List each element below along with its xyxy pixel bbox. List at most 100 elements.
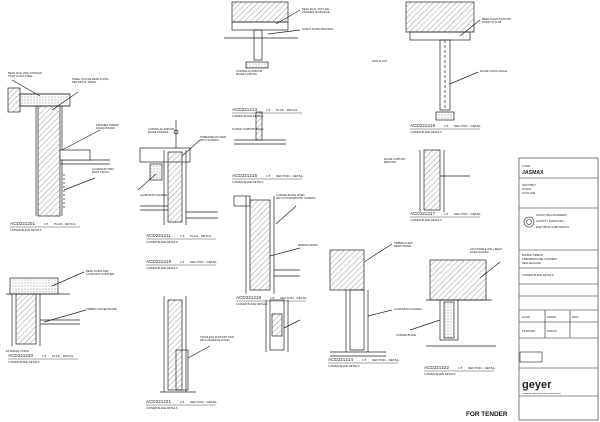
svg-text:GIVE FLOAT: GIVE FLOAT: [372, 59, 388, 63]
detail-label: ACD221213 1:5 PLAN - DETAIL CURVED BLADE…: [232, 107, 302, 118]
detail-j: [265, 299, 301, 352]
detail-code: ACD221211: [146, 233, 171, 238]
detail-view: PLAN - DETAIL: [54, 222, 76, 226]
detail-code: ACD221219: [146, 259, 171, 264]
detail-note: CURVED BLADE DETAILS: [328, 364, 360, 368]
sheet-title: CURVED BLADE DETAILS: [522, 273, 554, 277]
project-sub: PREFABRICATED COOPERS: [522, 257, 557, 261]
detail-scale: 1:5: [180, 234, 185, 238]
detail-scale: 1:5: [270, 296, 275, 300]
detail-view: PLAN - DETAIL: [276, 108, 298, 112]
detail-scale: 1:5: [444, 124, 449, 128]
svg-text:AS SHOWN: AS SHOWN: [522, 330, 535, 333]
client-name: JASMAX: [522, 170, 544, 176]
svg-text:TIMBER BEAD FIXED: TIMBER BEAD FIXED: [200, 135, 226, 139]
detail-label: ACD221218 1:5 SECTION - DETAIL CURVED BL…: [236, 295, 307, 306]
detail-i: [160, 296, 211, 393]
svg-text:MIRROR DETAIL: MIRROR DETAIL: [298, 243, 319, 247]
detail-note: CURVED BLADE DETAILS: [10, 228, 42, 232]
firm-logo: geyer: [522, 379, 552, 391]
svg-text:BLADE CAPPING: BLADE CAPPING: [236, 72, 257, 76]
svg-text:CURVED ALUMINIUM: CURVED ALUMINIUM: [236, 69, 262, 73]
svg-text:BEAD WALL TOP LINE: BEAD WALL TOP LINE: [302, 7, 329, 11]
detail-code: ACD221216: [410, 123, 435, 128]
detail-note: CURVED BLADE DETAILS: [424, 372, 456, 376]
consultant-1: STRUCTURAL ENGINEERS: [536, 214, 567, 217]
svg-text:ADJUSTABLE WALL BEAD: ADJUSTABLE WALL BEAD: [470, 247, 502, 251]
detail-label: ACD221222 1:5 SECTION - DETAIL CURVED BL…: [424, 365, 495, 376]
detail-view: SECTION - DETAIL: [454, 212, 481, 216]
detail-label: ACD221221 1:5 SECTION - DETAIL CURVED BL…: [146, 399, 217, 410]
svg-text:BLADE SUPPORT: BLADE SUPPORT: [384, 157, 406, 161]
svg-text:DRAWN: DRAWN: [547, 316, 556, 319]
svg-text:DATE: DATE: [572, 316, 579, 319]
detail-scale: 1:5: [266, 174, 271, 178]
svg-text:CLIENT: CLIENT: [522, 165, 531, 168]
detail-label: ACD221201 1:5 PLAN - DETAIL CURVED BLADE…: [10, 221, 80, 232]
svg-text:CURVED BLADE FIXED: CURVED BLADE FIXED: [276, 193, 305, 197]
svg-text:PER DETAIL SHEET: PER DETAIL SHEET: [72, 80, 97, 84]
svg-text:BEAD CLEAT SUPPORT: BEAD CLEAT SUPPORT: [482, 17, 512, 21]
detail-label: ACD221220 1:5 PLAN - DETAIL CURVED BLADE…: [8, 353, 78, 364]
detail-code: ACD221218: [236, 295, 261, 300]
svg-text:PO BOX: PO BOX: [522, 188, 532, 191]
detail-f: [329, 243, 393, 357]
detail-scale: 1:5: [458, 366, 463, 370]
detail-code: ACD221215: [232, 173, 257, 178]
svg-text:ALUMINIUM CHANNEL: ALUMINIUM CHANNEL: [140, 193, 168, 197]
title-block-text: CLIENT JASMAX ARCHITECT PO BOX AUCKLAND …: [522, 165, 579, 395]
svg-text:TIMBER CLEAT: TIMBER CLEAT: [394, 241, 413, 245]
svg-text:CURVED BLADE: CURVED BLADE: [396, 333, 416, 337]
svg-text:FINISHED SLAB EDGE: FINISHED SLAB EDGE: [302, 10, 330, 14]
consultant-2: QUANTITY SURVEYORS: [536, 220, 564, 223]
svg-text:SOFFIT FIXING BRACKET: SOFFIT FIXING BRACKET: [302, 27, 334, 31]
svg-text:ALUMINIUM FLASHING: ALUMINIUM FLASHING: [394, 307, 422, 311]
detail-label: ACD221214 1:5 SECTION - DETAIL CURVED BL…: [328, 357, 399, 368]
detail-scale: 1:5: [362, 358, 367, 362]
detail-scale: 1:5: [266, 108, 271, 112]
detail-code: ACD221214: [328, 357, 353, 362]
svg-text:FACED BOARD: FACED BOARD: [96, 126, 115, 130]
detail-b: [137, 120, 218, 225]
detail-scale: 1:5: [44, 222, 49, 226]
detail-scale: 1:5: [180, 400, 185, 404]
tender-stamp: FOR TENDER: [466, 411, 508, 418]
detail-h: [6, 271, 87, 346]
detail-code: ACD221213: [232, 107, 257, 112]
detail-note: CURVED BLADE DETAILS: [232, 114, 264, 118]
firm-tagline: corporate retail and future environments: [522, 392, 562, 395]
svg-text:FIXED SLIDING: FIXED SLIDING: [470, 250, 489, 254]
detail-view: PLAN - DETAIL: [52, 354, 74, 358]
detail-note: CURVED BLADE DETAILS: [232, 180, 264, 184]
detail-code: ACD221201: [10, 221, 35, 226]
svg-text:SLIDING SUPPORT BEAD: SLIDING SUPPORT BEAD: [232, 127, 263, 131]
detail-e: [233, 195, 301, 294]
detail-view: PLAN - DETAIL: [190, 234, 212, 238]
detail-scale: 1:5: [42, 354, 47, 358]
project-name: MIDDLE TIMBLAT: [522, 253, 544, 257]
svg-text:TIMBER CURVED BLADE: TIMBER CURVED BLADE: [86, 307, 117, 311]
detail-code: ACD221221: [146, 399, 171, 404]
detail-c: [224, 1, 301, 145]
project-location: NEW ZEALAND: [522, 261, 541, 265]
svg-text:REINFORCED: REINFORCED: [394, 244, 411, 248]
detail-a: [7, 79, 110, 217]
svg-text:ALUMINIUM TRIM: ALUMINIUM TRIM: [92, 167, 114, 171]
detail-view: SECTION - DETAIL: [276, 174, 303, 178]
svg-text:STEEL LOUVRE BEAD FIXING: STEEL LOUVRE BEAD FIXING: [72, 77, 109, 81]
svg-text:STAINLESS SUPPORT ROD: STAINLESS SUPPORT ROD: [200, 335, 234, 339]
detail-g: [409, 259, 501, 347]
svg-text:CURVED ALUMINIUM: CURVED ALUMINIUM: [148, 127, 174, 131]
svg-text:EXTERNAL FINISH: EXTERNAL FINISH: [6, 349, 29, 353]
detail-labels: ACD221201 1:5 PLAN - DETAIL CURVED BLADE…: [8, 107, 495, 410]
svg-text:ALUMINIUM SUPPLIER: ALUMINIUM SUPPLIER: [86, 272, 114, 276]
detail-note: CURVED BLADE DETAILS: [410, 218, 442, 222]
svg-text:FIXED TO SLAB: FIXED TO SLAB: [482, 20, 501, 24]
detail-note: CURVED BLADE DETAILS: [146, 240, 178, 244]
detail-view: SECTION - DETAIL: [190, 400, 217, 404]
detail-note: CURVED BLADE DETAILS: [146, 266, 178, 270]
detail-d: [405, 1, 481, 212]
detail-code: ACD221217: [410, 211, 435, 216]
detail-view: SECTION - DETAIL: [372, 358, 399, 362]
